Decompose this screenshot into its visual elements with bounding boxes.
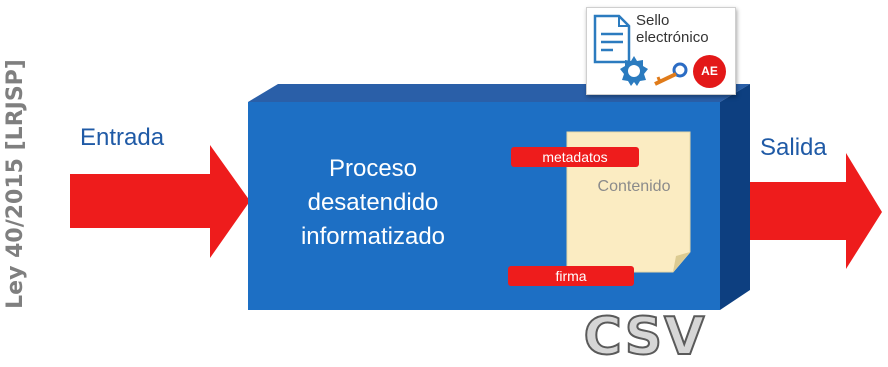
seal-title-line: Sello	[636, 12, 670, 29]
certificate-document-icon	[593, 14, 631, 64]
seal-title-line: electrónico	[636, 29, 709, 46]
process-line: informatizado	[300, 223, 446, 250]
box-side-face	[720, 84, 750, 310]
ae-badge: AE	[693, 55, 726, 88]
electronic-seal-card: Sello electrónico AE	[586, 7, 736, 95]
output-label: Salida	[760, 134, 827, 161]
process-line: Proceso	[328, 155, 418, 182]
key-icon	[654, 62, 688, 86]
csv-logo: CSV	[583, 307, 707, 367]
input-arrow	[70, 145, 250, 258]
process-label: Proceso desatendido informatizado	[262, 152, 484, 254]
content-label: Contenido	[597, 178, 671, 195]
award-ribbon-icon	[620, 56, 648, 86]
document-fold	[673, 252, 690, 272]
seal-title: Sello electrónico	[636, 12, 732, 46]
input-label: Entrada	[80, 124, 165, 151]
output-arrow	[740, 153, 882, 269]
process-line: desatendido	[307, 189, 439, 216]
metadata-tag: metadatos	[511, 147, 639, 167]
signature-tag: firma	[508, 266, 634, 286]
